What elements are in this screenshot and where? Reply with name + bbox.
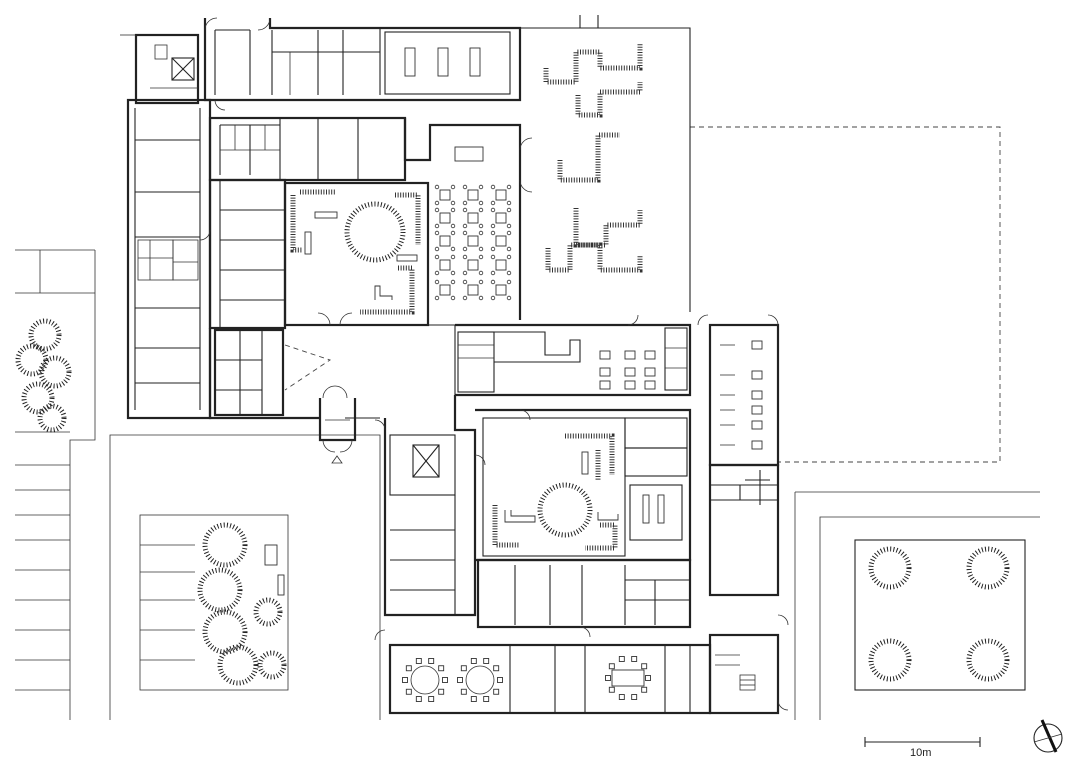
east-wing (708, 323, 780, 715)
cafe-table (599, 380, 611, 390)
cafe-table (624, 367, 636, 377)
dining-table (434, 279, 456, 301)
cafe-tables (599, 350, 656, 390)
cafe-table (644, 350, 656, 360)
dining-table (462, 279, 484, 301)
parking-stalls (15, 464, 70, 691)
east-garden (854, 539, 1026, 691)
south-courtyard (475, 408, 692, 562)
scale-bar: 10m (864, 737, 981, 759)
dining-hall (434, 184, 512, 301)
gym-machine (751, 390, 763, 400)
scale-bar-label: 10m (910, 747, 931, 759)
cafe-table (644, 380, 656, 390)
meeting-rooms (388, 643, 712, 715)
terrace (520, 15, 691, 312)
south-courtyard-tree (537, 482, 593, 538)
gym-machine (751, 370, 763, 380)
gym-machine (751, 420, 763, 430)
north-block (203, 18, 522, 102)
west-rooms (208, 178, 287, 330)
north-courtyard (283, 181, 430, 327)
courtyard-tree (344, 201, 406, 263)
meeting-table (402, 658, 448, 702)
garden-boundary (690, 126, 1001, 463)
dining-table (434, 230, 456, 252)
gym-machine (751, 405, 763, 415)
dining-table (434, 184, 456, 206)
hedge-planters (543, 44, 643, 273)
dining-table (462, 207, 484, 229)
north-arrow-icon (1033, 719, 1063, 753)
dining-table (490, 207, 512, 229)
kitchen-block (455, 323, 692, 397)
dining-table (490, 254, 512, 276)
classroom-row (476, 558, 692, 629)
gym-machine (751, 340, 763, 350)
cafe-table (599, 367, 611, 377)
dining-table (434, 254, 456, 276)
dining-table (462, 184, 484, 206)
south-west-garden (139, 514, 289, 691)
cafe-table (624, 380, 636, 390)
dining-table (462, 230, 484, 252)
meeting-table (457, 658, 503, 702)
cafe-table (599, 350, 611, 360)
entrance-marker-icon (331, 455, 343, 464)
west-wing (126, 98, 212, 420)
site-lines (15, 249, 1040, 720)
dining-table (490, 230, 512, 252)
dining-table (462, 254, 484, 276)
gym-machine (751, 440, 763, 450)
dining-table (434, 207, 456, 229)
central-north-block (208, 116, 407, 182)
doors (199, 17, 789, 711)
south-block (383, 395, 477, 617)
west-garden (15, 318, 72, 433)
west-wing-toilets (137, 239, 199, 281)
corridors (208, 324, 456, 442)
dining-table (490, 184, 512, 206)
atrium-wall (403, 118, 522, 320)
nw-stair-block (120, 33, 200, 105)
cafe-table (624, 350, 636, 360)
meeting-table (605, 656, 651, 700)
dining-table (490, 279, 512, 301)
cafe-table (644, 367, 656, 377)
